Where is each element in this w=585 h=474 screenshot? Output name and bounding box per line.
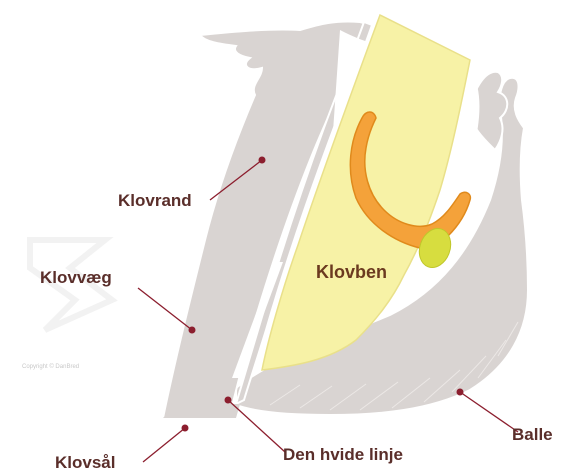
leader-balle xyxy=(460,392,518,432)
label-balle: Balle xyxy=(512,425,553,444)
watermark-copyright: Copyright © DanBred xyxy=(22,363,79,370)
leader-klovsaal xyxy=(143,428,185,462)
leader-klovvaeg xyxy=(138,288,192,330)
label-den-hvide-linje: Den hvide linje xyxy=(283,445,403,464)
dot-klovsaal xyxy=(182,425,189,432)
dot-den-hvide-linje xyxy=(225,397,232,404)
label-klovsaal: Klovsål xyxy=(55,453,115,472)
dot-klovvaeg xyxy=(189,327,196,334)
dot-balle xyxy=(457,389,464,396)
label-klovben: Klovben xyxy=(316,262,387,282)
label-klovvaeg: Klovvæg xyxy=(40,268,112,287)
label-klovrand: Klovrand xyxy=(118,191,192,210)
dot-klovrand xyxy=(259,157,266,164)
